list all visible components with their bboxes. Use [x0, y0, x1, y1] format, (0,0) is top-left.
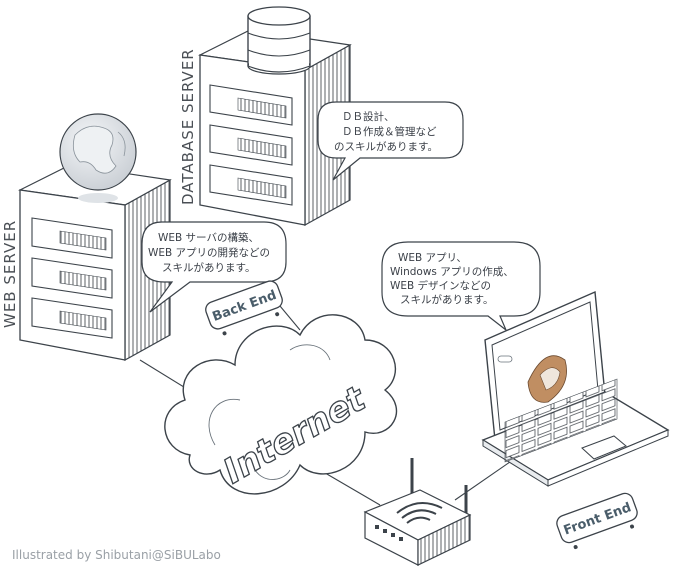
speech-bubble-front: WEB アプリ、 Windows アプリの作成、 WEB デザインなどの スキル… [381, 241, 541, 331]
bubble-db-line-2: ＤＢ作成＆管理など [342, 125, 437, 138]
bubble-web-line-2: WEB アプリの開発などの [148, 246, 270, 259]
front-end-sign: Front End [556, 492, 638, 550]
credit-text: Illustrated by Shibutani@SiBULabo [12, 548, 221, 562]
database-cylinder-icon [247, 6, 311, 75]
bubble-front-line-2: Windows アプリの作成、 [390, 266, 514, 278]
internet-cloud: Internet [164, 314, 398, 495]
speech-bubble-database: ＤＢ設計、 ＤＢ作成＆管理など のスキルがあります。 [317, 101, 464, 181]
laptop [481, 290, 670, 487]
database-server [198, 6, 352, 227]
speech-bubble-web-server: WEB サーバの構築、 WEB アプリの開発などの スキルがあります。 [141, 221, 287, 313]
database-server-label: DATABASE SERVER [179, 48, 197, 205]
router-icon [363, 458, 472, 566]
bubble-db-line-1: ＤＢ設計、 [342, 110, 395, 123]
bubble-web-line-1: WEB サーバの構築、 [158, 231, 259, 244]
bubble-db-line-3: のスキルがあります。 [334, 140, 438, 153]
bubble-web-line-3: スキルがあります。 [162, 261, 255, 274]
screen-content-image [497, 355, 567, 403]
web-server-label: WEB SERVER [1, 220, 19, 328]
bubble-front-line-4: スキルがあります。 [400, 293, 493, 306]
bubble-front-line-1: WEB アプリ、 [398, 252, 467, 264]
globe-icon [59, 113, 137, 203]
back-end-sign: Back End [205, 280, 283, 336]
wifi-icon [396, 502, 443, 524]
bubble-front-line-3: WEB デザインなどの [390, 279, 491, 292]
